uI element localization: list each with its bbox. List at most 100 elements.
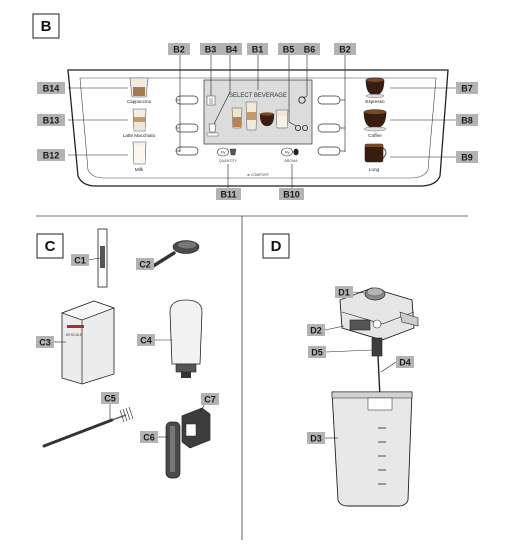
svg-text:B3: B3	[205, 45, 217, 55]
water-filter-icon	[169, 299, 203, 378]
svg-text:D2: D2	[310, 326, 322, 336]
oo-icon	[294, 125, 308, 132]
milk-tube-icon	[377, 355, 381, 399]
d1-leader	[352, 291, 366, 294]
c7-leader	[199, 403, 206, 413]
long-label: Long	[369, 167, 380, 172]
callout-b11: B11	[216, 188, 241, 200]
right-button-bottom	[317, 146, 341, 156]
callout-c3: C3	[36, 336, 54, 348]
svg-text:B8: B8	[461, 116, 473, 126]
long-icon	[364, 143, 387, 163]
callout-b1: B1	[247, 43, 268, 55]
brand-label: ⊕ COMFORT	[247, 173, 270, 177]
milk-carafe-container-icon	[331, 391, 413, 507]
right-button-middle	[317, 123, 341, 133]
milk-carafe-lid-icon	[339, 287, 419, 357]
svg-text:C5: C5	[104, 394, 116, 404]
screen-drinks-icon	[231, 101, 289, 131]
my-aroma-icon: My	[281, 147, 299, 157]
callout-b4: B4	[221, 43, 242, 55]
svg-text:B10: B10	[283, 190, 300, 200]
callout-c1: C1	[71, 254, 89, 266]
svg-text:B4: B4	[226, 45, 238, 55]
test-strip-icon	[97, 228, 108, 288]
svg-text:D4: D4	[399, 358, 411, 368]
svg-text:B5: B5	[283, 45, 295, 55]
cappuccino-label: Cappuccino	[127, 99, 152, 104]
panel-c-label: C	[45, 238, 56, 255]
c1-leader	[87, 257, 101, 261]
svg-text:C2: C2	[139, 260, 151, 270]
callout-b8: B8	[456, 114, 478, 126]
d2-leader	[324, 325, 345, 331]
panel-b-box	[32, 13, 60, 39]
callout-b2-left: B2	[168, 43, 190, 55]
settings-circle-icon	[298, 96, 306, 104]
svg-text:C6: C6	[143, 433, 155, 443]
latte-macchiato-label: Latte Macchiato	[123, 133, 156, 138]
descaler-box-icon: DESCALE	[60, 300, 116, 385]
quantity-label: QUANTITY	[219, 159, 238, 163]
svg-text:C4: C4	[140, 336, 152, 346]
display-screen	[203, 79, 313, 145]
svg-text:D3: D3	[310, 434, 322, 444]
d4-leader	[380, 361, 397, 373]
svg-text:C3: C3	[39, 338, 51, 348]
measuring-scoop-icon	[148, 240, 200, 270]
cleaning-brush-icon	[42, 406, 134, 448]
callout-c2: C2	[136, 258, 154, 270]
svg-text:B14: B14	[43, 84, 60, 94]
d5-leader	[325, 349, 373, 353]
panel-b-label: B	[41, 18, 52, 35]
cup-icon	[206, 123, 219, 137]
callout-b9: B9	[456, 151, 478, 163]
svg-text:D5: D5	[311, 348, 323, 358]
espresso-icon	[365, 77, 385, 98]
coffee-label: Coffee	[368, 133, 382, 138]
latte-macchiato-icon	[132, 108, 147, 132]
panel-d-box	[262, 233, 290, 259]
callout-b7: B7	[456, 82, 478, 94]
callout-b12: B12	[37, 149, 65, 161]
callout-d4: D4	[396, 356, 414, 368]
svg-text:B7: B7	[461, 84, 473, 94]
screen-title: SELECT BEVERAGE	[229, 93, 287, 99]
svg-text:B2: B2	[339, 45, 351, 55]
espresso-label: Espresso	[365, 99, 385, 104]
svg-text:B1: B1	[252, 45, 264, 55]
callout-c6: C6	[140, 431, 158, 443]
my-quantity-icon: My	[217, 147, 237, 157]
panel-d-label: D	[271, 238, 282, 255]
svg-text:C7: C7	[204, 395, 216, 405]
callout-c7: C7	[201, 393, 219, 405]
milk-connector-icon	[165, 407, 211, 479]
panel-c-box	[36, 233, 64, 259]
control-panel-inner	[79, 77, 437, 179]
coffee-icon	[363, 109, 387, 132]
callout-d3: D3	[307, 432, 325, 444]
callout-b2-right: B2	[334, 43, 356, 55]
callout-c4: C4	[137, 334, 155, 346]
svg-text:B11: B11	[220, 190, 236, 200]
svg-text:B9: B9	[461, 153, 473, 163]
svg-text:My: My	[285, 150, 290, 154]
cappuccino-icon	[129, 77, 149, 98]
callout-d1: D1	[335, 286, 353, 298]
right-button-top	[317, 95, 341, 105]
callout-c5: C5	[101, 392, 119, 404]
callout-b14: B14	[37, 82, 65, 94]
svg-text:D1: D1	[338, 288, 350, 298]
svg-text:C1: C1	[74, 256, 86, 266]
callout-d5: D5	[308, 346, 326, 358]
descale-label: DESCALE	[66, 333, 83, 337]
svg-text:B6: B6	[304, 45, 316, 55]
menu-icon	[206, 95, 216, 106]
callout-b3: B3	[200, 43, 221, 55]
svg-text:B13: B13	[43, 116, 60, 126]
milk-icon	[132, 141, 147, 165]
callout-b5: B5	[278, 43, 299, 55]
callout-b10: B10	[279, 188, 304, 200]
svg-text:B2: B2	[173, 45, 185, 55]
